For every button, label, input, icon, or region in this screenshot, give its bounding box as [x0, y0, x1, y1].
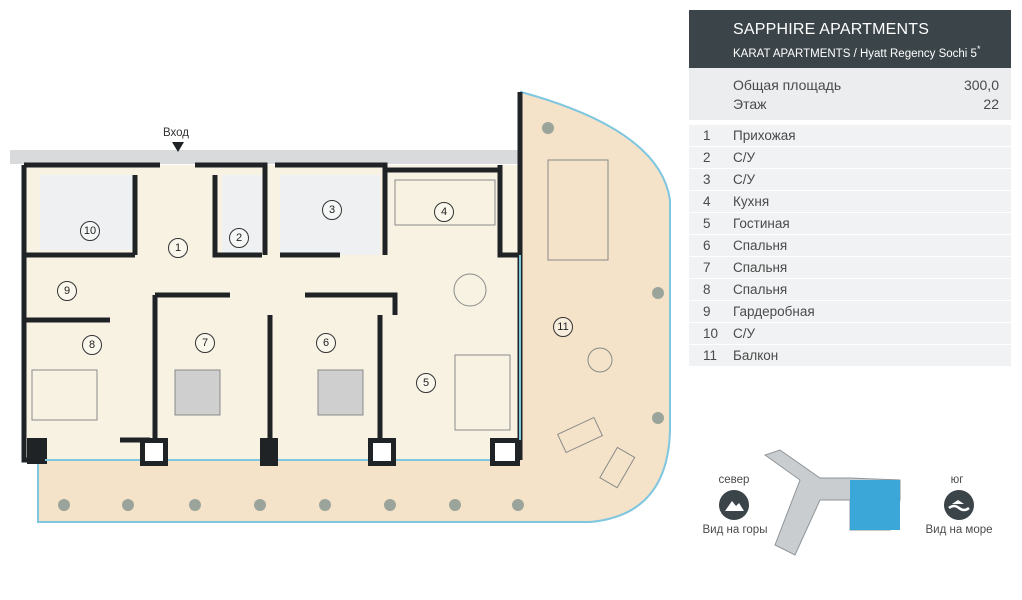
project-title: SAPPHIRE APARTMENTS: [733, 21, 930, 38]
room-marker-3: 3: [322, 200, 342, 220]
building-minimap: [763, 449, 901, 556]
apartment-stats: Общая площадь 300,0 Этаж 22: [689, 68, 1011, 120]
windows: [45, 255, 521, 461]
project-header: SAPPHIRE APARTMENTS KARAT APARTMENTS / H…: [689, 10, 1011, 68]
stat-floor: Этаж 22: [733, 96, 999, 114]
project-subtitle-text: KARAT APARTMENTS / Hyatt Regency Sochi 5: [733, 47, 977, 60]
apartment-highlight: [850, 480, 900, 530]
plants: [58, 122, 664, 511]
room-marker-1: 1: [168, 238, 188, 258]
pillars: [27, 438, 520, 466]
mountain-icon: [719, 490, 749, 520]
stat-area: Общая площадь 300,0: [733, 77, 999, 95]
project-subtitle: KARAT APARTMENTS / Hyatt Regency Sochi 5…: [733, 44, 980, 60]
room-marker-5: 5: [416, 373, 436, 393]
south-view-label: Вид на море: [925, 524, 993, 536]
entrance-label: Вход: [163, 127, 190, 139]
corridor-strip: [10, 150, 520, 164]
stat-area-label: Общая площадь: [733, 77, 842, 93]
room-marker-11: 11: [553, 317, 573, 337]
balcony-area: [37, 90, 671, 523]
south-label: юг: [950, 474, 964, 486]
star-rating: *: [976, 44, 981, 54]
stat-area-value: 300,0: [963, 77, 999, 93]
room-marker-8: 8: [82, 335, 102, 355]
room-marker-2: 2: [229, 228, 249, 248]
room-marker-10: 10: [80, 221, 100, 241]
room-marker-4: 4: [434, 202, 454, 222]
stat-floor-value: 22: [983, 96, 999, 112]
room-marker-7: 7: [195, 333, 215, 353]
north-view-label: Вид на горы: [702, 524, 768, 536]
furniture: [31, 159, 636, 489]
sea-icon: [944, 490, 974, 520]
room-marker-6: 6: [316, 333, 336, 353]
room-marker-9: 9: [57, 281, 77, 301]
stat-floor-label: Этаж: [733, 96, 767, 112]
north-label: север: [718, 474, 750, 486]
entrance-arrow: [172, 142, 184, 152]
